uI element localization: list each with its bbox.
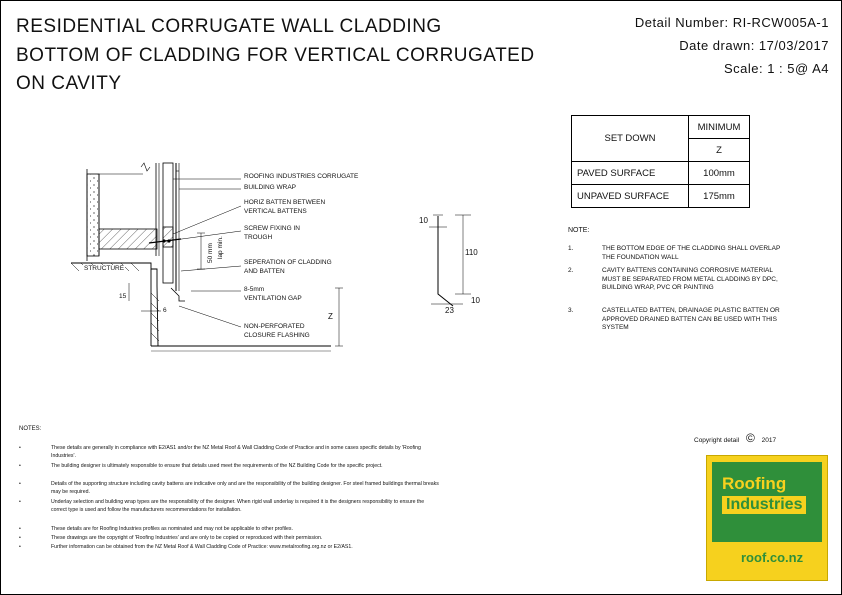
dim-6: 6 <box>163 307 167 314</box>
footer-note-text: Details of the supporting structure incl… <box>51 481 439 496</box>
footer-note-7: • Further information can be obtained fr… <box>19 543 449 560</box>
cladding-and-battens <box>148 162 182 291</box>
footer-note-text: Further information can be obtained from… <box>51 544 353 550</box>
label-vent-2: VENTILATION GAP <box>244 294 302 302</box>
footer-note-1: • These details are generally in complia… <box>19 444 449 461</box>
note-num: 2. <box>568 267 574 274</box>
title-line-3: ON CAVITY <box>16 73 122 94</box>
label-separation: SEPERATION OF CLADDING AND BATTEN <box>244 259 332 276</box>
bullet: • <box>19 481 21 487</box>
label-horiz-batten: HORIZ BATTEN BETWEEN VERTICAL BATTENS <box>244 199 325 216</box>
footer-note-text: Underlay selection and building wrap typ… <box>51 499 425 514</box>
wall-framing <box>86 162 158 261</box>
roofing-industries-logo: Roofing Industries roof.co.nz <box>706 455 828 581</box>
label-screw-fixing: SCREW FIXING IN TROUGH <box>244 225 300 242</box>
flashing-dim-10-top: 10 <box>419 216 428 225</box>
bullet: • <box>19 535 21 541</box>
note-text: CAVITY BATTENS CONTAINING CORROSIVE MATE… <box>602 267 778 291</box>
label-sep-2: AND BATTEN <box>244 267 285 275</box>
minimum-header: MINIMUM <box>688 115 750 139</box>
label-structure: STRUCTURE <box>83 265 126 274</box>
date-drawn: Date drawn: 17/03/2017 <box>679 38 829 53</box>
bullet: • <box>19 526 21 532</box>
dim-15: 15 <box>119 293 127 300</box>
scale: Scale: 1 : 5@ A4 <box>723 61 829 76</box>
label-horiz-1: HORIZ BATTEN BETWEEN <box>244 199 326 206</box>
footer-note-4: • Underlay selection and building wrap t… <box>19 498 449 524</box>
dimension-lines <box>128 232 343 347</box>
unpaved-value: 175mm <box>688 184 750 208</box>
footer-notes-heading: NOTES: <box>19 426 42 432</box>
title-line-1: RESIDENTIAL CORRUGATE WALL CLADDING <box>16 16 442 37</box>
label-screw-1: SCREW FIXING IN <box>244 225 300 232</box>
flashing-dim-10-bottom: 10 <box>471 296 480 305</box>
footer-note-text: These details are generally in complianc… <box>51 445 421 460</box>
detail-number: Detail Number: RI-RCW005A-1 <box>634 15 829 30</box>
bullet: • <box>19 463 21 469</box>
note-text: CASTELLATED BATTEN, DRAINAGE PLASTIC BAT… <box>602 307 780 331</box>
logo-green-panel: Roofing Industries <box>712 462 822 542</box>
logo-text-industries: Industries <box>722 496 807 514</box>
dim-50-lap: 50 mm <box>207 243 216 263</box>
footer-note-5: • These details are for Roofing Industri… <box>19 525 449 534</box>
dim-z: Z <box>328 312 333 321</box>
flashing-dim-110: 110 <box>465 248 478 257</box>
footer-note-text: The building designer is ultimately resp… <box>51 463 383 469</box>
flashing-dim-23: 23 <box>445 306 454 315</box>
set-down-header: SET DOWN <box>571 115 689 162</box>
copyright-label: Copyright detail <box>694 437 740 444</box>
note-num: 3. <box>568 307 574 314</box>
notes-heading: NOTE: <box>568 227 590 234</box>
logo-url: roof.co.nz <box>741 550 804 565</box>
bullet: • <box>19 544 21 550</box>
copyright-symbol: © <box>745 431 755 445</box>
leader-lines <box>166 178 242 328</box>
dim-lap-min: lap min. <box>217 236 224 259</box>
unpaved-label: UNPAVED SURFACE <box>571 184 689 208</box>
label-horiz-2: VERTICAL BATTENS <box>244 207 307 215</box>
label-nonperf-2: CLOSURE FLASHING <box>244 331 310 339</box>
copyright-year: 2017 <box>761 437 777 444</box>
label-closure-flashing: NON-PERFORATED CLOSURE FLASHING <box>244 323 310 340</box>
logo-text-roofing: Roofing <box>722 474 787 493</box>
note-item-3: 3. CASTELLATED BATTEN, DRAINAGE PLASTIC … <box>568 307 798 337</box>
label-screw-2: TROUGH <box>244 233 273 241</box>
footer-note-3: • Details of the supporting structure in… <box>19 480 449 497</box>
label-nonperf-1: NON-PERFORATED <box>244 323 305 330</box>
setdown-table: SET DOWN MINIMUM Z PAVED SURFACE 100mm U… <box>571 115 750 208</box>
note-num: 1. <box>568 245 574 252</box>
footer-note-text: These drawings are the copyright of 'Roo… <box>51 535 323 541</box>
footer-note-6: • These drawings are the copyright of 'R… <box>19 534 449 543</box>
note-item-1: 1. THE BOTTOM EDGE OF THE CLADDING SHALL… <box>568 245 798 269</box>
footer-note-text: These details are for Roofing Industries… <box>51 526 293 532</box>
note-text: THE BOTTOM EDGE OF THE CLADDING SHALL OV… <box>602 245 781 261</box>
footer-note-2: • The building designer is ultimately re… <box>19 462 449 479</box>
flashing-profile <box>429 214 471 307</box>
label-vent-1: 8-5mm <box>244 286 265 293</box>
copyright-line: Copyright detail © 2017 <box>694 431 776 445</box>
note-item-2: 2. CAVITY BATTENS CONTAINING CORROSIVE M… <box>568 267 798 307</box>
label-sep-1: SEPERATION OF CLADDING <box>244 259 332 266</box>
label-roofing-1: ROOFING INDUSTRIES CORRUGATE <box>244 173 359 180</box>
label-ventilation-gap: 8-5mm VENTILATION GAP <box>244 286 302 303</box>
dim-50: 50 mm <box>207 243 214 263</box>
label-roofing-cladding: ROOFING INDUSTRIES CORRUGATE BUILDING WR… <box>244 173 358 192</box>
bullet: • <box>19 445 21 451</box>
title-line-2: BOTTOM OF CLADDING FOR VERTICAL CORRUGAT… <box>16 45 535 66</box>
label-building-wrap: BUILDING WRAP <box>244 183 297 191</box>
bullet: • <box>19 499 21 505</box>
